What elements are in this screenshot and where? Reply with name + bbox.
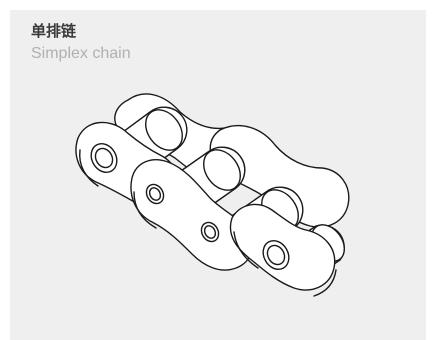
product-title-chinese: 单排链 xyxy=(31,22,77,40)
product-title-english: Simplex chain xyxy=(31,45,131,62)
front-outer-plate-right xyxy=(229,203,336,291)
front-middle-plate xyxy=(130,159,254,271)
